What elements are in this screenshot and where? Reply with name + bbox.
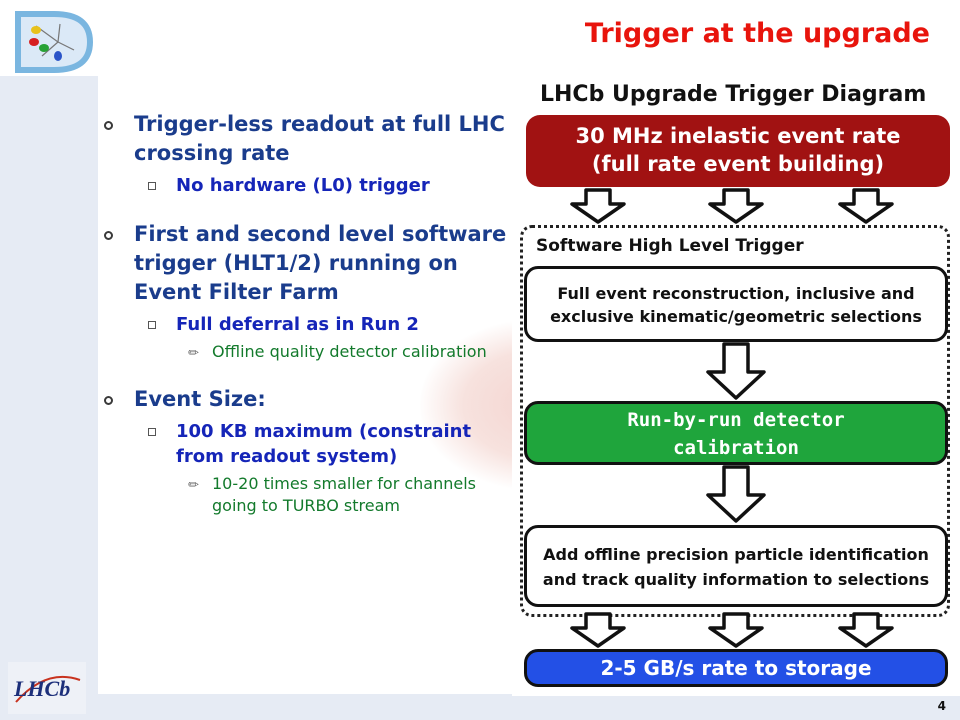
bullet-level1: Trigger-less readout at full LHC crossin… — [100, 110, 512, 168]
bullet-gap — [100, 198, 512, 220]
d-logo-icon — [15, 11, 94, 73]
bullet-level2: No hardware (L0) trigger — [100, 173, 512, 198]
reco-line1: Full event reconstruction, inclusive and — [557, 284, 915, 303]
left-strip — [0, 76, 98, 696]
bullet-level1: First and second level software trigger … — [100, 220, 512, 307]
down-arrow-icon — [838, 188, 894, 224]
trigger-diagram: LHCb Upgrade Trigger Diagram 30 MHz inel… — [512, 76, 960, 696]
bullet-level1: Event Size: — [100, 385, 512, 414]
sub-sub-bullet-text: 10-20 times smaller for channels going t… — [212, 474, 477, 515]
lhcb-logo-text: LHCb — [13, 676, 70, 701]
bullet-level2: Full deferral as in Run 2 — [100, 312, 512, 337]
bullet-square-icon — [148, 182, 156, 190]
event-rate-box: 30 MHz inelastic event rate (full rate e… — [526, 115, 950, 187]
reco-line2: exclusive kinematic/geometric selections — [550, 307, 922, 326]
storage-box: 2-5 GB/s rate to storage — [524, 649, 948, 687]
down-arrow-icon — [708, 188, 764, 224]
bullet-circle-icon — [104, 231, 113, 240]
pencil-bullet-icon: ✏ — [188, 346, 199, 361]
lhcb-logo: LHCb — [8, 662, 86, 714]
sub-bullet-text: Full deferral as in Run 2 — [176, 314, 419, 335]
slide-title: Trigger at the upgrade — [584, 18, 930, 49]
bullet-text: First and second level software trigger … — [134, 222, 507, 304]
sub-bullet-text: No hardware (L0) trigger — [176, 175, 430, 196]
down-arrow-icon — [706, 465, 766, 523]
sub-bullet-text: 100 KB maximum (constraint from readout … — [176, 421, 472, 467]
bullet-level3: ✏ Offline quality detector calibration — [100, 341, 512, 363]
event-rate-line2: (full rate event building) — [591, 152, 885, 176]
bullet-circle-icon — [104, 121, 113, 130]
pid-box: Add offline precision particle identific… — [524, 525, 948, 607]
pencil-bullet-icon: ✏ — [188, 478, 199, 493]
bullet-text: Trigger-less readout at full LHC crossin… — [134, 112, 505, 165]
pid-line2: and track quality information to selecti… — [542, 570, 930, 589]
event-rate-line1: 30 MHz inelastic event rate — [575, 124, 901, 148]
page-number: 4 — [937, 699, 946, 713]
sub-sub-bullet-text: Offline quality detector calibration — [212, 342, 487, 361]
calib-line1: Run-by-run detector — [627, 409, 845, 431]
bullet-text: Event Size: — [134, 387, 266, 411]
diagram-title: LHCb Upgrade Trigger Diagram — [540, 82, 927, 107]
down-arrow-icon — [706, 342, 766, 400]
down-arrow-icon — [570, 612, 626, 648]
down-arrow-icon — [708, 612, 764, 648]
bullet-level3: ✏ 10-20 times smaller for channels going … — [100, 473, 512, 517]
calibration-box: Run-by-run detector calibration — [524, 401, 948, 465]
bullet-list: Trigger-less readout at full LHC crossin… — [100, 110, 512, 517]
pid-line1: Add offline precision particle identific… — [543, 545, 929, 564]
bullet-gap — [100, 363, 512, 385]
bottom-band — [0, 694, 960, 720]
bullet-square-icon — [148, 321, 156, 329]
down-arrow-icon — [570, 188, 626, 224]
bullet-square-icon — [148, 428, 156, 436]
bullet-level2: 100 KB maximum (constraint from readout … — [100, 419, 512, 469]
down-arrow-icon — [838, 612, 894, 648]
calib-line2: calibration — [673, 437, 799, 459]
reconstruction-box: Full event reconstruction, inclusive and… — [524, 266, 948, 342]
top-band — [0, 0, 960, 76]
bullet-circle-icon — [104, 396, 113, 405]
hlt-label: Software High Level Trigger — [536, 236, 804, 256]
